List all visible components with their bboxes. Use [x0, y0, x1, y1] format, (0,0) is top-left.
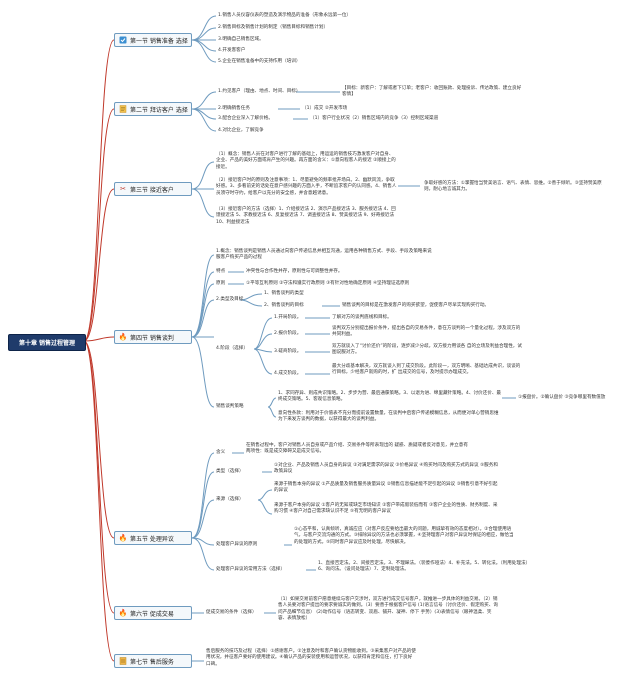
list-item: 1.销售人员仪容仪表的塑造及演示物品的准备（形象永远第一位）: [218, 13, 352, 18]
list-item: 1.约见客户（理由、地点、时间、目标）: [218, 89, 301, 94]
paragraph: （1）概念：销售人员在对客户进行了解的基础上，用运运的销售技巧激发客户对自身、企…: [216, 152, 396, 170]
item-label: 4.阶段（选择）: [216, 346, 248, 351]
list-item: 5.企业在销售准备中的支持作用（培训）: [218, 59, 301, 64]
list-item: 2.销售目标及销售计划的制定（销售目标和销售计划）: [218, 25, 329, 30]
item-label: 特点: [216, 269, 226, 274]
item-label: 原则: [216, 281, 226, 286]
paragraph: 1.概念：销售谈判是销售人员通过向客户传递信息并相互沟通，运用各种销售方式、手段…: [216, 249, 432, 261]
section-3-node[interactable]: ✂ 第三节 接近客户: [114, 182, 192, 196]
item-note: 销售谈判的目标是在激发客户的购买欲望，促使客户尽早实现购买行动。: [342, 303, 490, 308]
list-item: 1、销售谈判的类型: [264, 291, 304, 296]
item-label: 类型（选择）: [216, 469, 244, 474]
item-label: 2.类型及目标: [216, 297, 244, 302]
item-note: 了解对方的谈判底线和目标。: [332, 315, 392, 320]
section-4-node[interactable]: 🔥 第四节 销售谈判: [114, 330, 192, 344]
section-title: 第四节 销售谈判: [130, 334, 174, 342]
item-note: 双方就谈入了“讨价还价”的阶段，逐步减少分歧。双方接力用谈各 自的立场及利益合理…: [332, 344, 522, 356]
side-note: ①报盘价。②确认盘价 ③竞争哪里有数值放: [518, 395, 606, 400]
item-note: 最大分歧基本解决，双方就谈入到了成交阶段。此阶段一，双方明晰、基础达成共识，谈谈…: [332, 364, 521, 376]
fire-icon: 🔥: [118, 533, 128, 542]
note-icon: [119, 105, 127, 113]
section-connectors: [83, 39, 115, 662]
list-item: 2.明确销售任务: [218, 106, 250, 111]
root-node[interactable]: 第十章 销售过程管理: [8, 334, 86, 351]
item-note: 意向性条款：利用对于价值表不充分而提前设置数量，在谈判中启客户传递模糊信息，从而…: [278, 411, 499, 423]
scissors-icon: ✂: [120, 184, 126, 193]
check-icon: [119, 36, 127, 44]
item-label: 销售谈判策略: [216, 404, 244, 409]
fire-icon: 🔥: [118, 608, 128, 617]
list-item: 4.对比企业，了解竞争: [218, 128, 264, 133]
section-6-node[interactable]: 🔥 第六节 促成交易: [114, 606, 192, 620]
paragraph: （2）接近客户时的原则及注意事项：1、尽量避免的频率批开场白。2、幽默风流，争取…: [216, 178, 397, 196]
section-title: 第六节 促成交易: [130, 610, 174, 618]
root-title: 第十章 销售过程管理: [18, 340, 76, 347]
item-note: 在销售过程中，客户对销售人员自身或产品介绍、交易条件等所表现出的 疑惑、质疑或者…: [246, 443, 468, 455]
item-note: 来源于客户本身的异议 ①客户的无知或缺乏市场知识 ②客户带成假装低而有 ③客户企…: [274, 503, 498, 515]
section-title: 第二节 拜访客户 选择: [130, 106, 188, 114]
item-connectors: [191, 15, 516, 662]
list-item: 4.成交阶段。: [274, 371, 302, 376]
item-label: 处理客户异议的常用方法（选择）: [216, 567, 285, 572]
list-item: 3.配合企业深入了解价格。: [218, 116, 273, 121]
item-note: 来源于销售本身的异议 ①产品质量及销售服务质量异议 ②销售信息描述能不足引起的异…: [274, 482, 498, 494]
item-note: 谈判双方分别提出报价条件，提出各自的交易条件，意在方谈判的一个量化过程，涉及双方…: [332, 326, 521, 338]
list-item: 2、销售谈判的目标: [264, 303, 304, 308]
fire-icon: 🔥: [118, 332, 128, 341]
section-title: 第一节 销售准备 选择: [130, 37, 188, 45]
item-note: 1、求同存异、则成共识策略。2、步步为营、最后通牒策略。3、以退为进、绵里藏针策…: [278, 391, 502, 403]
item-note: 【目标：新客户：了解或者下订单；老客户：收回账款、处理投诉、传达政策、建立良好客…: [342, 86, 522, 98]
list-item: 3.明确自己销售区域。: [218, 37, 264, 42]
item-note: 冲突性与合作性并存，原则性与可调整性并存。: [246, 269, 343, 274]
item-label: 来源（选择）: [216, 497, 244, 502]
item-note: （1）客户行业状况（2）销售区域内的竞争（3）控制区域渠道: [310, 116, 439, 121]
section-7-node[interactable]: 第七节 售后服务: [114, 654, 192, 668]
list-item: 4.开发客客户: [218, 48, 246, 53]
item-note: ①心态平和，认真倾听，真诚应应（对客户反应要给出最大的问题，用诚挚有效的态度相对…: [294, 527, 514, 545]
item-note: （1）如果交易前客户愿意继续与客户交涉时，双方进行成交信号客户，就推进一步具体的…: [278, 597, 498, 622]
list-item: 1.开局阶段。: [274, 315, 302, 320]
list-item: 2.报价阶段。: [274, 331, 302, 336]
side-note: 争取好感的方法：①掌握恰当赞美语言、语气、表情、思维。②善于倾听。③坚持赞美原则…: [424, 181, 602, 193]
section-title: 第七节 售后服务: [130, 658, 174, 666]
section-title: 第五节 处理异议: [130, 535, 174, 543]
item-note: 1、直接否定法。2、间接否定法。3、不理睬法。（装傻作哑法）4、补充法。5、转化…: [318, 561, 531, 573]
item-label: 促成交易的条件（选择）: [206, 610, 257, 615]
document-icon: [119, 657, 127, 665]
section-title: 第三节 接近客户: [130, 186, 174, 194]
paragraph: 售后服务的技巧及过程（选择）①感谢客户。②注意及时和客户确认货物能收到。③采集客…: [206, 649, 416, 667]
section-2-node[interactable]: 第二节 拜访客户 选择: [114, 102, 192, 116]
item-label: 处理客户异议的原则: [216, 542, 258, 547]
item-note: （1）成交 ②开发市场: [302, 106, 348, 111]
section-1-node[interactable]: 第一节 销售准备 选择: [114, 33, 192, 47]
item-label: 含义: [216, 450, 226, 455]
item-note: ①对企业、产品及销售人员自身的异议 ②对满足需求的异议 ③价格异议 ④购买时间及…: [274, 463, 498, 475]
list-item: 3.磋商阶段。: [274, 349, 302, 354]
item-note: ①平等互利原则 ②守法和遵实行政原则 ③有针对性地确定原则 ④坚持理证选原则: [246, 281, 410, 286]
section-5-node[interactable]: 🔥 第五节 处理异议: [114, 531, 192, 545]
paragraph: （3）接近客户的方法（选择）1、介绍接近法 2、演示产品接近法 3、服务接近法 …: [216, 207, 396, 225]
